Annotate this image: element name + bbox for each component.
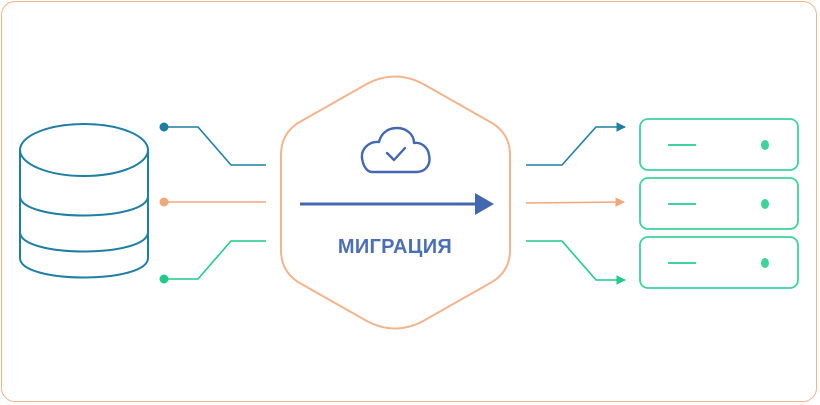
- server-icon: [639, 118, 799, 171]
- migration-arrow: [300, 193, 494, 215]
- target-line-bottom: [526, 240, 626, 285]
- source-line-bottom: [159, 240, 266, 284]
- target-line-middle: [525, 197, 625, 207]
- cloud-check-icon: [360, 126, 431, 174]
- source-line-middle: [159, 197, 266, 207]
- source-line-top: [159, 122, 266, 166]
- migration-label: МИГРАЦИЯ: [337, 236, 453, 258]
- target-line-top: [526, 122, 626, 166]
- server-icon: [639, 236, 799, 289]
- server-icon: [639, 177, 799, 230]
- database-icon: [19, 123, 149, 279]
